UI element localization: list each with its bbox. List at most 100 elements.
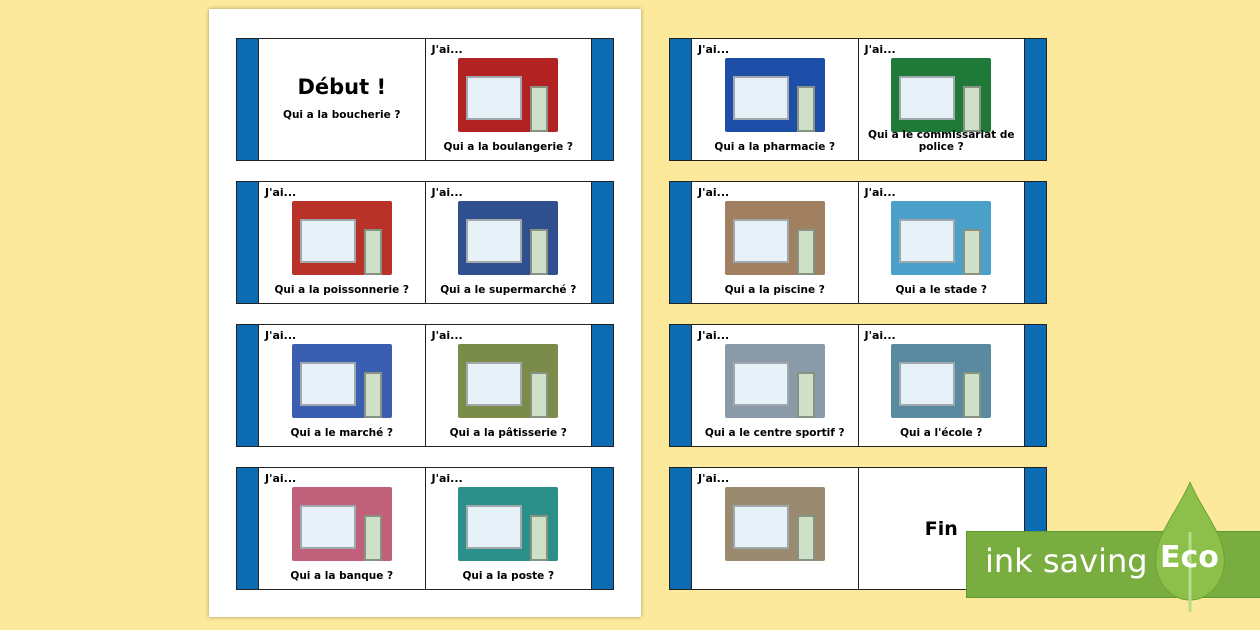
card-half: J'ai... Qui a la piscine ? xyxy=(691,182,858,303)
domino-card: J'ai... Qui a le centre sportif ? J'ai... Q… xyxy=(669,324,1047,447)
card-strip-left xyxy=(670,182,691,303)
card-strip-left xyxy=(237,182,258,303)
card-strip-right xyxy=(591,468,613,589)
card-strip-right xyxy=(591,325,613,446)
card-strip-right xyxy=(1024,325,1046,446)
card-strip-left xyxy=(237,325,258,446)
card-question: Qui a le commissariat de police ? xyxy=(868,129,1015,153)
card-half: J'ai... Qui a la poissonnerie ? xyxy=(258,182,425,303)
domino-card: J'ai... Qui a la pharmacie ? J'ai... Qui a … xyxy=(669,38,1047,161)
pharmacy-image xyxy=(891,58,992,132)
card-strip-right xyxy=(1024,182,1046,303)
card-question: Qui a la boulangerie ? xyxy=(443,141,573,153)
card-question: Qui a la poissonnerie ? xyxy=(274,284,410,296)
start-title: Début ! xyxy=(297,75,387,99)
card-half: J'ai...Qui a la pâtisserie ? xyxy=(424,325,592,446)
card-half: J'ai... Qui a la boulangerie ? xyxy=(424,39,592,160)
window xyxy=(899,362,956,406)
butcher-shop-image xyxy=(458,58,559,132)
card-strip-left xyxy=(237,468,258,589)
door xyxy=(796,229,815,275)
end-title: Fin xyxy=(924,518,958,540)
leaf-icon xyxy=(1155,482,1225,612)
card-question: Qui a le centre sportif ? xyxy=(704,427,845,439)
window xyxy=(899,76,956,120)
supermarket-image xyxy=(291,344,392,418)
card-half: J'ai...Qui a le stade ? xyxy=(857,182,1025,303)
door xyxy=(796,515,815,561)
card-half: J'ai... Qui a l'école ? xyxy=(857,325,1025,446)
card-half: J'ai... Qui a le commissariat de police ? xyxy=(857,39,1025,160)
swimming-pool-image xyxy=(891,201,992,275)
bank-image xyxy=(458,487,559,561)
jai-label: J'ai... xyxy=(698,329,730,342)
card-question: Qui a la pharmacie ? xyxy=(714,141,836,153)
bakery-image xyxy=(291,201,392,275)
door xyxy=(363,372,382,418)
card-question: Qui a la banque ? xyxy=(290,570,394,582)
card-half: J'ai... Qui a le marché ? xyxy=(258,325,425,446)
window xyxy=(732,505,789,549)
window xyxy=(466,505,523,549)
market-image xyxy=(458,344,559,418)
door xyxy=(363,229,382,275)
police-station-image xyxy=(724,201,825,275)
post-office-image xyxy=(724,58,825,132)
door xyxy=(796,372,815,418)
jai-label: J'ai... xyxy=(265,329,297,342)
card-strip-left xyxy=(670,39,691,160)
card-strip-right xyxy=(1024,39,1046,160)
jai-label: J'ai... xyxy=(431,472,463,485)
card-question: Qui a la poste ? xyxy=(462,570,555,582)
card-strip-right xyxy=(591,39,613,160)
card-half: Fin xyxy=(857,468,1025,589)
card-half: J'ai... xyxy=(691,468,858,589)
window xyxy=(732,76,789,120)
fish-shop-image xyxy=(458,201,559,275)
card-strip-left xyxy=(670,468,691,589)
jai-label: J'ai... xyxy=(698,472,730,485)
window xyxy=(466,76,523,120)
domino-card: J'ai... Qui a la piscine ? J'ai...Qui a le… xyxy=(669,181,1047,304)
door xyxy=(796,86,815,132)
jai-label: J'ai... xyxy=(864,329,896,342)
pastry-shop-image xyxy=(291,487,392,561)
door xyxy=(530,515,549,561)
door xyxy=(530,229,549,275)
card-half: J'ai... Qui a la banque ? xyxy=(258,468,425,589)
card-question: Qui a la piscine ? xyxy=(724,284,825,296)
window xyxy=(299,219,356,263)
window xyxy=(899,219,956,263)
card-strip-right xyxy=(591,182,613,303)
door xyxy=(530,86,549,132)
card-question: Qui a le marché ? xyxy=(290,427,394,439)
jai-label: J'ai... xyxy=(265,186,297,199)
card-half: J'ai... Qui a le supermarché ? xyxy=(424,182,592,303)
stadium-image xyxy=(724,344,825,418)
card-half: J'ai... Qui a la pharmacie ? xyxy=(691,39,858,160)
window xyxy=(732,219,789,263)
jai-label: J'ai... xyxy=(864,43,896,56)
jai-label: J'ai... xyxy=(265,472,297,485)
classroom-image xyxy=(724,487,825,561)
card-question: Qui a le supermarché ? xyxy=(440,284,577,296)
ink-saving-label: ink saving xyxy=(985,542,1148,580)
card-half: J'ai... Qui a la poste ? xyxy=(424,468,592,589)
eco-label: Eco xyxy=(1160,540,1219,575)
domino-card: J'ai... Qui a le marché ? J'ai...Qui a la … xyxy=(236,324,614,447)
card-question: Qui a le stade ? xyxy=(895,284,987,296)
card-question: Qui a l'école ? xyxy=(900,427,983,439)
jai-label: J'ai... xyxy=(698,43,730,56)
door xyxy=(963,86,982,132)
card-strip-left xyxy=(237,39,258,160)
window xyxy=(732,362,789,406)
window xyxy=(299,505,356,549)
domino-card: J'ai... Qui a la poissonnerie ? J'ai... Qui… xyxy=(236,181,614,304)
jai-label: J'ai... xyxy=(431,329,463,342)
jai-label: J'ai... xyxy=(431,186,463,199)
card-half: Début !Qui a la boucherie ? xyxy=(258,39,425,160)
jai-label: J'ai... xyxy=(698,186,730,199)
jai-label: J'ai... xyxy=(431,43,463,56)
sports-hall-image xyxy=(891,344,992,418)
window xyxy=(466,219,523,263)
